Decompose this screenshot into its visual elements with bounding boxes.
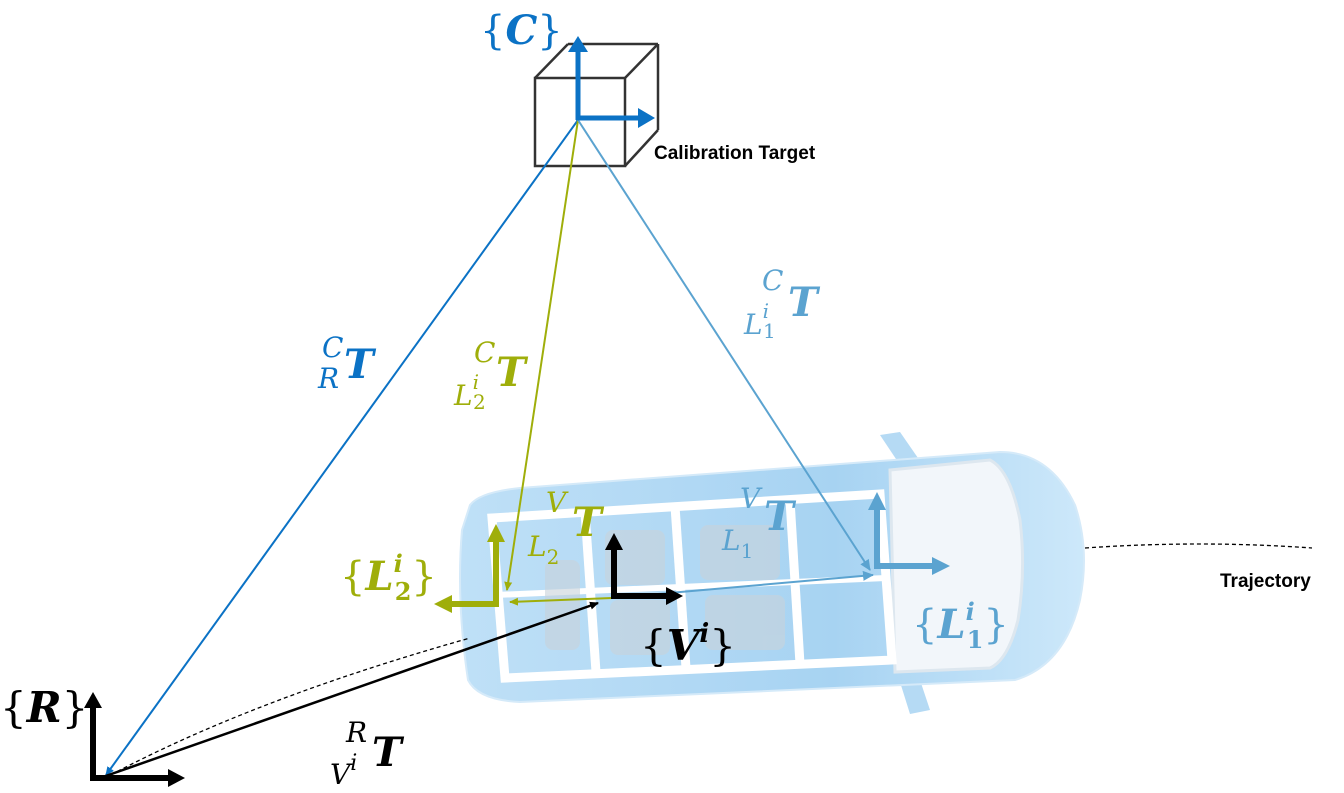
transform-label-V-L2-sub: L2: [527, 530, 559, 569]
transform-label-V-L1-subsub: 1: [741, 539, 754, 563]
transform-label-C-R-T: T: [344, 341, 377, 388]
frame-label-L2-open: {: [340, 554, 365, 600]
windshield: [888, 458, 1025, 674]
frame-label-L1-sub: 1: [967, 625, 984, 654]
trajectory-path-right: [1084, 543, 1313, 549]
transform-line-V-L2: [509, 597, 613, 606]
transform-label-C-R-sub: R: [317, 362, 339, 395]
frame-label-V-open: {: [640, 621, 667, 670]
transform-label-C-L1-T: T: [788, 279, 821, 326]
frame-label-V-symbol: V: [667, 621, 704, 670]
frame-label-L1-symbol: L: [936, 601, 965, 648]
frame-axes-V: [605, 533, 683, 605]
frame-label-L1-sup: i: [966, 597, 975, 626]
transform-label-R-V-sup: R: [345, 716, 367, 749]
frame-label-V-close: }: [709, 621, 736, 670]
transform-label-C-L1-subsub: 1: [763, 319, 776, 343]
transform-line-R-V: [99, 601, 599, 780]
mirror-top: [880, 432, 918, 462]
transform-label-R-V-sub-V: V: [330, 758, 353, 791]
frame-axes-L1: [868, 492, 950, 575]
transform-label-R-V-subsup: i: [350, 751, 357, 776]
frame-label-V: {Vi}: [640, 619, 736, 670]
transform-line-C-L2: [504, 119, 579, 591]
transform-label-V-L1-sub-L: L: [721, 524, 741, 557]
frame-label-L1-close: }: [983, 602, 1008, 648]
vehicle-illustration: [459, 432, 1085, 714]
frame-axes-R: [84, 692, 185, 787]
transform-label-C-L2-subsub: 2: [473, 390, 486, 414]
transform-label-R-V-T: T: [372, 729, 405, 776]
frame-axes-L2: [434, 524, 505, 613]
frame-label-C-symbol: C: [505, 7, 537, 54]
transform-label-V-L1: V L1 T: [721, 482, 797, 563]
calibration-target-label: Calibration Target: [654, 143, 816, 164]
transform-label-V-L2-subsub: 2: [547, 545, 560, 569]
interior-seats: [545, 525, 785, 655]
transform-line-C-R: [105, 119, 579, 776]
frame-label-C: {C}: [480, 7, 563, 54]
frame-label-V-sup: i: [699, 619, 709, 649]
transform-label-V-L2-sub-L: L: [527, 530, 547, 563]
transform-label-C-L1-sup: C: [762, 264, 783, 297]
frame-label-R-symbol: R: [26, 683, 62, 732]
transform-label-C-R-sup: C: [322, 331, 343, 364]
transform-line-C-L1: [577, 119, 871, 571]
transform-label-V-L1-sup: V: [740, 482, 763, 515]
frame-label-L1-open: {: [912, 602, 937, 648]
transform-label-C-L1-sub-L: L: [743, 308, 763, 341]
transform-label-C-L2-subsup: i: [473, 370, 479, 394]
transform-label-C-R: C R T: [317, 331, 377, 395]
transform-label-C-L2-sup: C: [474, 336, 495, 369]
frame-label-L2-sup: i: [394, 549, 403, 578]
frame-label-C-open: {: [480, 8, 505, 54]
frame-label-L2-close: }: [411, 554, 436, 600]
trajectory-label: Trajectory: [1220, 571, 1311, 592]
transform-label-V-L2-sup: V: [546, 486, 569, 519]
frame-label-R-open: {: [0, 683, 27, 732]
transform-label-C-L2-T: T: [496, 349, 529, 396]
frame-label-C-close: }: [537, 8, 562, 54]
transform-label-R-V: R Vi T: [330, 716, 405, 791]
transform-label-V-L1-sub: L1: [721, 524, 753, 563]
mirror-bottom: [900, 680, 930, 714]
transform-label-V-L2-T: T: [572, 499, 605, 546]
transform-label-R-V-sub: Vi: [330, 751, 357, 791]
transform-label-C-L2-sub-L: L: [453, 379, 473, 412]
transform-label-C-L1-subsup: i: [763, 299, 769, 323]
trajectory-path-left: [104, 637, 471, 779]
frame-label-R: {R}: [0, 683, 88, 732]
frame-axes-C: [568, 36, 655, 128]
frame-label-L2-symbol: L: [364, 553, 393, 600]
transform-label-V-L2: V L2 T: [527, 486, 605, 569]
frame-label-L2-sub: 2: [395, 577, 412, 606]
transform-label-V-L1-T: T: [764, 493, 797, 540]
frame-label-R-close: }: [62, 683, 89, 732]
